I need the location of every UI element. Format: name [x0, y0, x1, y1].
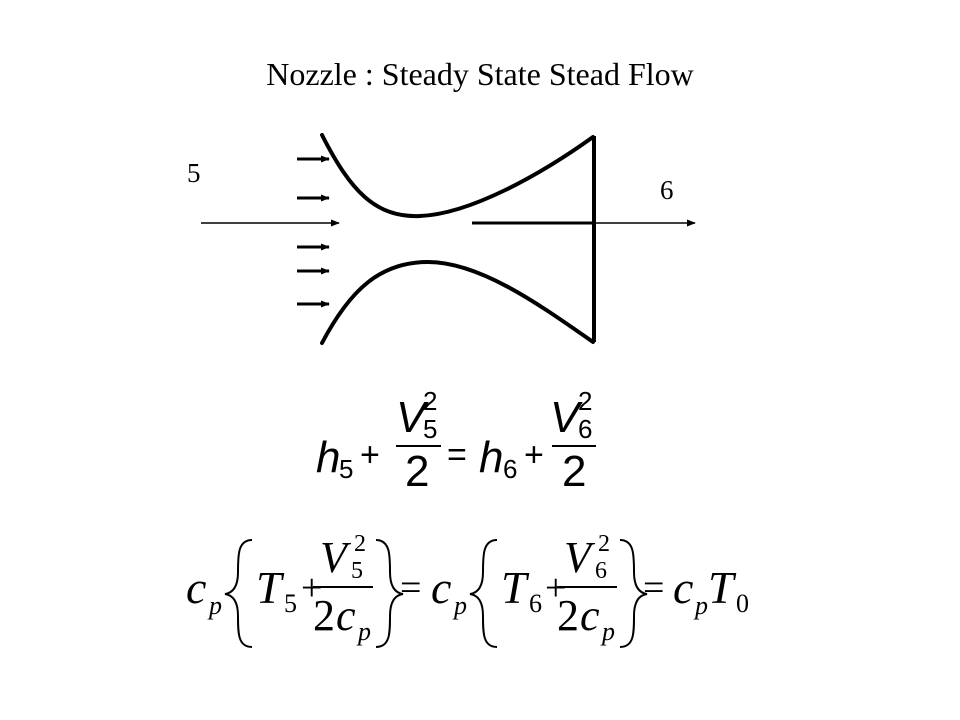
cp-subscript-5: p [693, 591, 708, 620]
cp-subscript-3: p [452, 591, 467, 620]
equals-sign-2: = [400, 567, 421, 609]
v6-subscript-2: 6 [595, 558, 607, 584]
left-brace-2 [469, 539, 498, 648]
h6-symbol: h [479, 433, 503, 482]
h6-subscript: 6 [503, 454, 517, 484]
left-brace-1 [224, 539, 253, 648]
v5-subscript: 5 [423, 414, 437, 444]
v5-subscript-2: 5 [351, 558, 363, 584]
denominator-2-c: 2 [313, 591, 335, 640]
plus-sign-3: + [301, 567, 322, 609]
denominator-2-a: 2 [405, 447, 429, 496]
h5-symbol: h [316, 433, 340, 482]
energy-equation-stagnation: c p T 5 + V 2 5 2 c p = c p T 6 + V 2 6 … [186, 531, 749, 648]
cp-symbol-3: c [431, 562, 451, 613]
v6-superscript: 2 [578, 386, 592, 416]
t6-subscript: 6 [529, 589, 542, 618]
cp-subscript-2: p [356, 617, 371, 646]
t6-symbol: T [501, 562, 530, 613]
equals-sign-1: = [447, 436, 467, 474]
inlet-flow-arrows [297, 155, 330, 308]
h5-subscript: 5 [339, 454, 353, 484]
equals-sign-3: = [643, 567, 664, 609]
t0-subscript: 0 [736, 589, 749, 618]
outlet-station-label: 6 [660, 175, 674, 205]
cp-subscript-4: p [600, 617, 615, 646]
v6-symbol-2: V [564, 533, 596, 582]
cp-subscript-1: p [207, 591, 222, 620]
v6-subscript: 6 [578, 414, 592, 444]
v5-symbol: V [396, 393, 429, 442]
cp-symbol-2: c [336, 591, 356, 640]
right-brace-2 [619, 539, 648, 648]
v6-superscript-2: 2 [598, 531, 610, 557]
plus-sign-2: + [524, 436, 544, 474]
v5-superscript: 2 [423, 386, 437, 416]
t0-symbol: T [708, 562, 737, 613]
energy-equation-enthalpy: h 5 + V 2 5 2 = h 6 + V 2 6 2 [316, 386, 596, 496]
t5-symbol: T [256, 562, 285, 613]
v6-symbol: V [550, 393, 583, 442]
t5-subscript: 5 [284, 589, 297, 618]
cp-symbol-4: c [580, 591, 600, 640]
cp-symbol-5: c [673, 562, 693, 613]
plus-sign-1: + [360, 436, 380, 474]
cp-symbol-1: c [186, 562, 206, 613]
inlet-station-label: 5 [187, 158, 201, 188]
nozzle-lower-wall [320, 259, 595, 345]
v5-symbol-2: V [320, 533, 352, 582]
slide-title: Nozzle : Steady State Stead Flow [266, 56, 694, 92]
nozzle-upper-wall [320, 133, 595, 219]
right-brace-1 [375, 539, 404, 648]
v5-superscript-2: 2 [354, 531, 366, 557]
denominator-2-d: 2 [557, 591, 579, 640]
denominator-2-b: 2 [562, 447, 586, 496]
plus-sign-4: + [545, 567, 566, 609]
